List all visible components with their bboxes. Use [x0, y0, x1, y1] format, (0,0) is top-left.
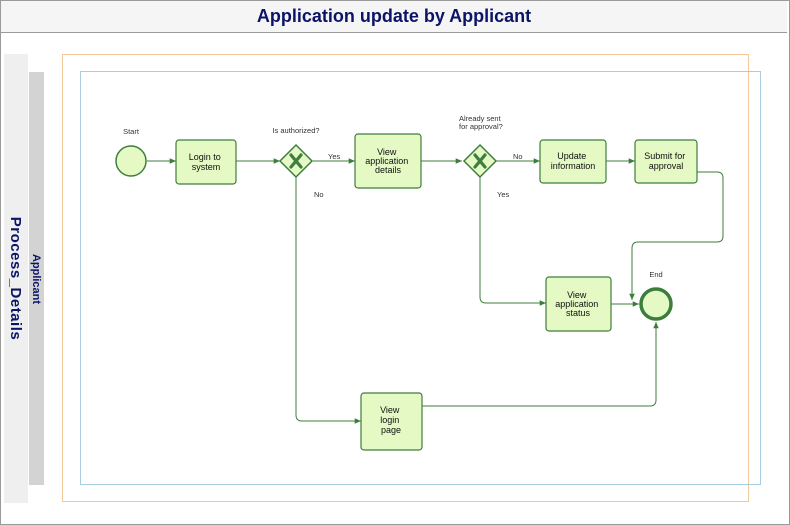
gateway-authorized[interactable]: Is authorized?	[272, 126, 320, 179]
end-event-circle	[639, 287, 673, 321]
task-update-information[interactable]: Update information	[539, 139, 607, 184]
flow-label-sent-no: No	[513, 152, 523, 161]
end-event-label: End	[649, 270, 662, 279]
task-submit-for-approval-label: Submit for approval	[644, 151, 688, 171]
task-view-application-details-box	[354, 133, 422, 189]
task-view-login-page[interactable]: View login page	[360, 392, 423, 451]
task-login-label: Login to system	[189, 152, 224, 172]
gateway-sent-for-approval[interactable]: Already sent for approval?	[459, 114, 503, 179]
lane-outer-border	[62, 54, 749, 502]
exclusive-x-icon	[473, 153, 487, 169]
gateway-sent-label: Already sent for approval?	[459, 114, 503, 131]
task-view-application-status-label: View application status	[555, 290, 601, 318]
flow-label-sent-yes: Yes	[497, 190, 509, 199]
start-event-label: Start	[123, 127, 140, 136]
sequence-flows	[147, 158, 724, 424]
flow-label-authorized-yes: Yes	[328, 152, 340, 161]
flow-label-authorized-no: No	[314, 190, 324, 199]
gateway-authorized-label: Is authorized?	[272, 126, 319, 135]
flow-authorized-no	[295, 177, 361, 424]
task-login[interactable]: Login to system	[175, 139, 237, 185]
pool-header	[4, 54, 28, 503]
task-submit-for-approval[interactable]: Submit for approval	[634, 139, 698, 184]
flow-login-page-to-end	[422, 322, 659, 407]
task-view-application-details-label: View application details	[365, 147, 411, 175]
lane-header	[29, 72, 44, 485]
start-event[interactable]: Start	[115, 127, 147, 177]
diagram-title: Application update by Applicant	[256, 6, 532, 26]
task-view-application-details[interactable]: View application details	[354, 133, 422, 189]
task-submit-for-approval-box	[634, 139, 698, 184]
flow-submit-to-end	[629, 171, 724, 300]
lane-inner-border	[80, 71, 761, 485]
task-login-box	[175, 139, 237, 185]
task-view-login-page-label: View login page	[380, 405, 402, 435]
start-event-circle	[115, 145, 147, 177]
task-update-information-box	[539, 139, 607, 184]
exclusive-x-icon	[289, 153, 303, 169]
task-view-application-status[interactable]: View application status	[545, 276, 612, 332]
title-bar: Application update by Applicant	[1, 1, 787, 33]
flow-sent-yes	[479, 177, 546, 306]
task-update-information-label: Update information	[551, 151, 596, 171]
end-event[interactable]: End	[639, 270, 673, 321]
task-view-application-status-box	[545, 276, 612, 332]
task-view-login-page-box	[360, 392, 423, 451]
